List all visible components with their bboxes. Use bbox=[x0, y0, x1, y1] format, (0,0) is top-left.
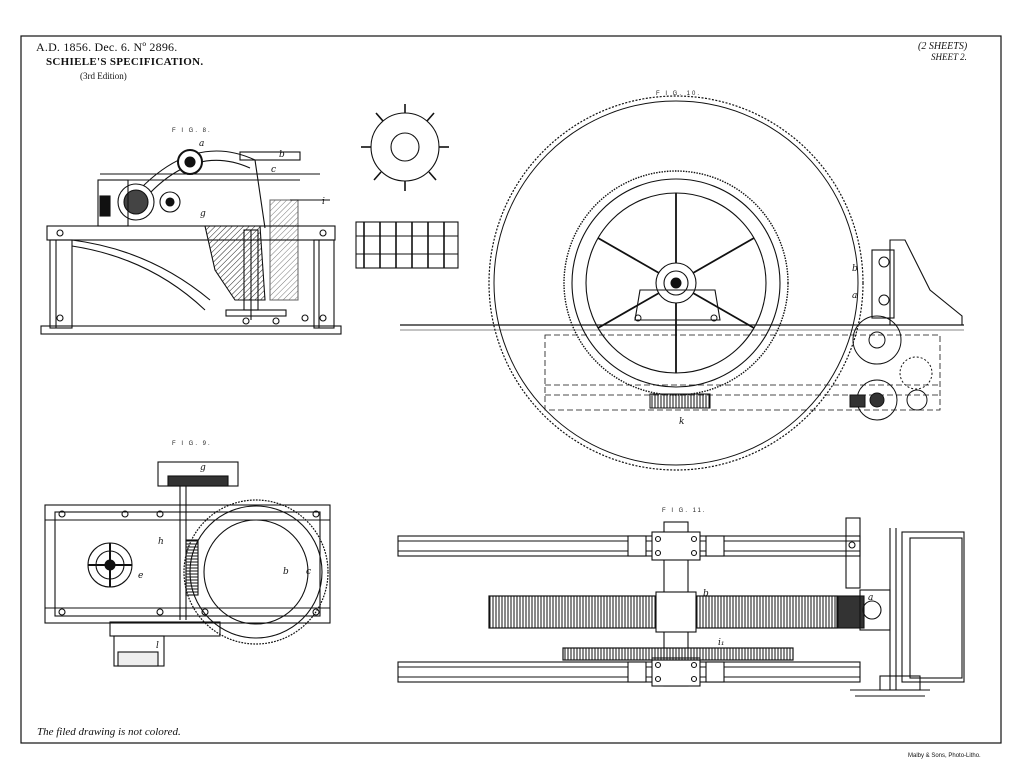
sheet-count: (2 SHEETS) bbox=[918, 41, 968, 52]
printer-credit: Malby & Sons, Photo-Litho. bbox=[908, 753, 981, 759]
fig11-letter-i1: i₁ bbox=[718, 638, 725, 648]
fig10-label: F I G. 10. bbox=[656, 91, 702, 97]
fig10-letter-a: a bbox=[852, 291, 857, 301]
edition-note: (3rd Edition) bbox=[80, 71, 127, 81]
fig9-drawing bbox=[44, 461, 331, 667]
fig9-letter-h: h bbox=[158, 537, 164, 547]
footer-note: The filed drawing is not colored. bbox=[37, 726, 181, 738]
fig11-letter-b: b bbox=[703, 589, 709, 599]
sheet-border bbox=[20, 35, 1002, 744]
specification-title: SCHIELE'S SPECIFICATION. bbox=[46, 56, 204, 68]
fig10-letter-b: b bbox=[852, 264, 858, 274]
fig11-letter-a: a bbox=[868, 593, 873, 603]
fig8-letter-i: i bbox=[322, 197, 325, 207]
patent-number: A.D. 1856. Dec. 6. Nº 2896. bbox=[36, 40, 178, 54]
fig11-label: F I G. 11. bbox=[662, 508, 707, 514]
fig9-letter-e: e bbox=[138, 571, 143, 581]
fig8-label: F I G. 8. bbox=[172, 128, 212, 134]
fig9-letter-l: l bbox=[156, 641, 159, 651]
spiked-wheel-drawing bbox=[355, 104, 459, 269]
fig8-letter-c: c bbox=[271, 165, 276, 175]
sheet-number: SHEET 2. bbox=[931, 52, 967, 62]
fig10-letter-k: k bbox=[679, 417, 684, 427]
fig8-letter-g: g bbox=[200, 209, 206, 219]
fig8-letter-a: a bbox=[199, 139, 204, 149]
fig10-drawing bbox=[400, 95, 964, 471]
fig9-letter-g: g bbox=[200, 463, 206, 473]
fig9-letter-c: c bbox=[306, 567, 311, 577]
fig8-drawing bbox=[40, 149, 342, 335]
fig11-drawing bbox=[397, 517, 965, 697]
fig9-letter-b: b bbox=[283, 567, 289, 577]
fig9-label: F I G. 9. bbox=[172, 441, 212, 447]
fig8-letter-b: b bbox=[279, 150, 285, 160]
